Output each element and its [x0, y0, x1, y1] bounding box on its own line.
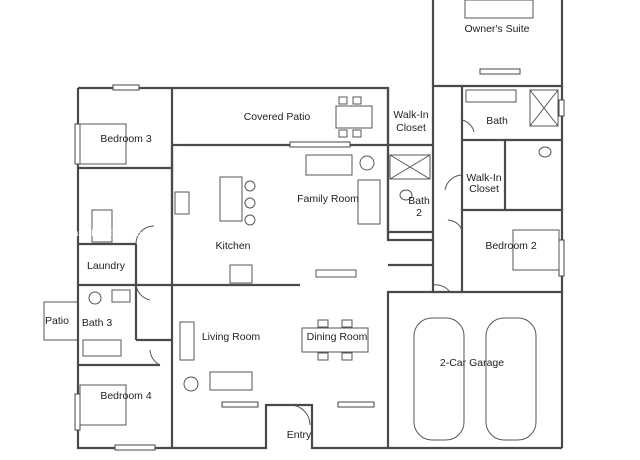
label-walk-in-closet-2-line1: Walk-In	[466, 172, 501, 184]
label-bath-2-line1: Bath	[408, 195, 430, 207]
label-living-room: Living Room	[202, 331, 261, 343]
label-family-room: Family Room	[297, 193, 359, 205]
label-owner-bath: Bath	[486, 115, 508, 127]
doors	[135, 119, 475, 426]
label-walk-in-closet-2-line2: Closet	[469, 183, 499, 195]
label-walk-in-closet-1-line2: Closet	[396, 122, 426, 134]
label-walk-in-closet-1-line1: Walk-In	[393, 109, 428, 121]
windows	[74, 68, 565, 451]
label-bath-2-line2: 2	[416, 207, 422, 219]
label-bedroom-4: Bedroom 4	[100, 390, 152, 402]
walls	[43, 0, 564, 450]
label-kitchen: Kitchen	[215, 240, 250, 252]
label-bedroom-3: Bedroom 3	[100, 133, 152, 145]
label-dining-room: Dining Room	[307, 331, 368, 343]
label-garage: 2-Car Garage	[440, 357, 504, 369]
room-labels: Owner's Suite Covered Patio Walk-In Clos…	[45, 23, 537, 441]
label-bath-3: Bath 3	[82, 317, 113, 329]
label-bedroom-2: Bedroom 2	[485, 240, 537, 252]
label-laundry: Laundry	[87, 260, 126, 272]
label-patio: Patio	[45, 315, 69, 327]
label-entry: Entry	[287, 429, 312, 441]
furniture	[79, 0, 560, 441]
watermark: A11820847 © Miami MLS® 2025	[3, 228, 141, 239]
label-covered-patio: Covered Patio	[244, 111, 311, 123]
label-owners-suite: Owner's Suite	[464, 23, 529, 35]
